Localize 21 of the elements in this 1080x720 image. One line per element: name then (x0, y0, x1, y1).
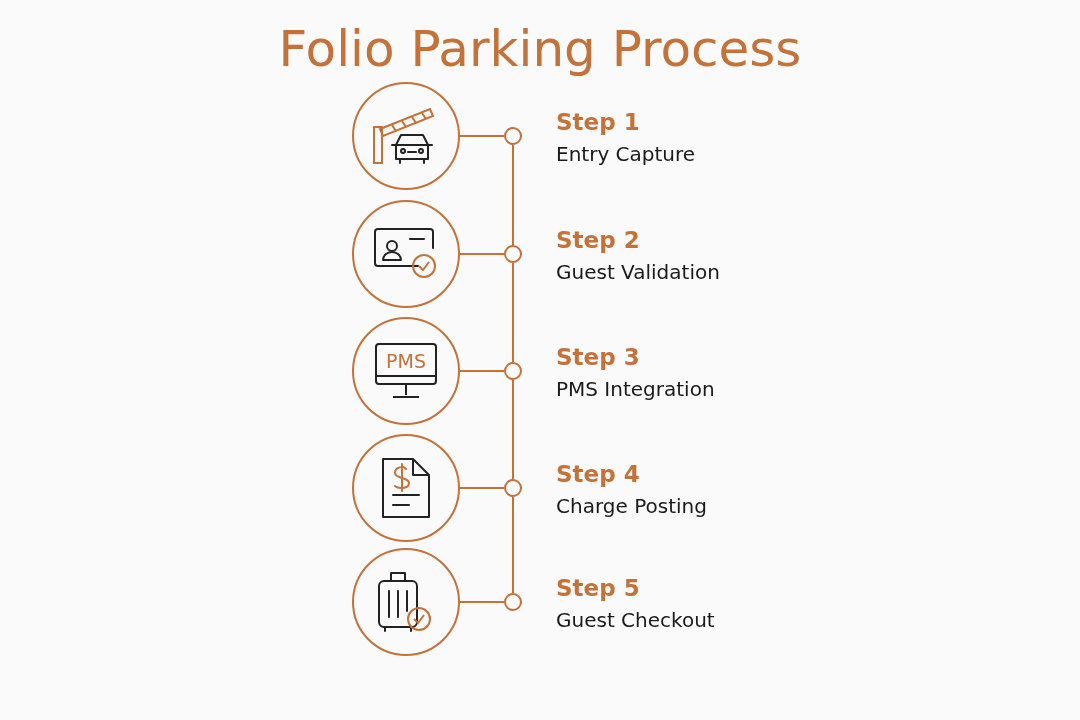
step-number: Step 5 (556, 574, 641, 603)
connector-line (459, 135, 505, 137)
title: Folio Parking Process (277, 19, 803, 80)
step-title: Entry Capture (556, 141, 696, 168)
connector-line (512, 496, 514, 594)
step-number: Step 1 (556, 108, 641, 137)
step-number: Step 4 (556, 460, 641, 489)
step-number: Step 3 (556, 343, 641, 372)
step-title: Charge Posting (556, 493, 707, 520)
connector-line (512, 379, 514, 480)
monitor-label: PMS (385, 349, 427, 374)
connector-line (459, 253, 505, 255)
step-title: Guest Checkout (556, 607, 715, 634)
connector-line (512, 144, 514, 246)
connector-line (512, 262, 514, 363)
connector-line (459, 370, 505, 372)
step-title: PMS Integration (556, 376, 715, 403)
connector-line (459, 601, 505, 603)
connector-line (459, 487, 505, 489)
step-number: Step 2 (556, 226, 641, 255)
step-title: Guest Validation (556, 259, 720, 286)
